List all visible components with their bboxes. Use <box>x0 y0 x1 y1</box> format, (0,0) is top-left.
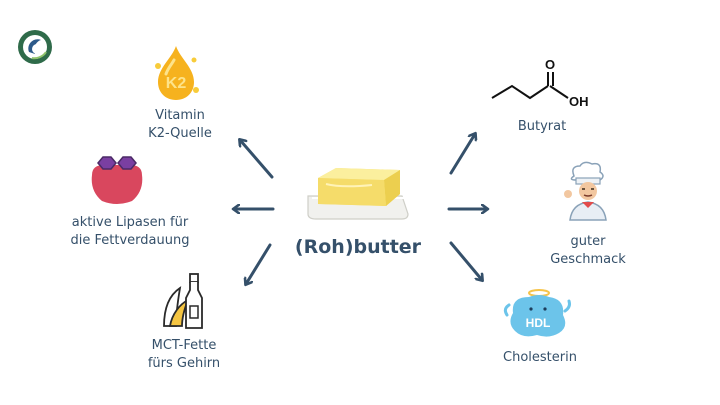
arrow-to-cholesterin <box>449 241 482 280</box>
arrow-to-butyrat <box>449 134 475 175</box>
hdl-text: HDL <box>526 316 551 330</box>
center-title: (Roh)butter <box>294 236 422 258</box>
vitamin-k2-drop-icon: K2 <box>155 46 199 100</box>
label-geschmack: guter Geschmack <box>550 234 626 267</box>
butter-dish-icon <box>307 168 409 220</box>
lipase-enzyme-icon <box>91 156 143 204</box>
brand-logo-icon <box>18 30 52 64</box>
arrow-to-vitamin <box>240 140 274 179</box>
butyric-acid-structure-icon: O OH <box>491 57 589 109</box>
chem-o-label: O <box>545 57 555 72</box>
label-mct: MCT-Fette fürs Gehirn <box>147 338 221 371</box>
label-butyrat: Butyrat <box>517 119 567 134</box>
label-lipase: aktive Lipasen für die Fettverdauung <box>70 215 190 248</box>
oil-bottle-icon <box>163 273 203 329</box>
chem-oh-label: OH <box>569 94 589 109</box>
label-cholesterin: Cholesterin <box>503 350 577 365</box>
chef-icon <box>564 161 607 221</box>
hdl-cholesterol-icon: HDL <box>503 289 571 337</box>
arrow-to-mct <box>246 243 272 284</box>
label-vitamin: Vitamin K2-Quelle <box>148 108 212 141</box>
vitamin-drop-text: K2 <box>166 75 187 92</box>
